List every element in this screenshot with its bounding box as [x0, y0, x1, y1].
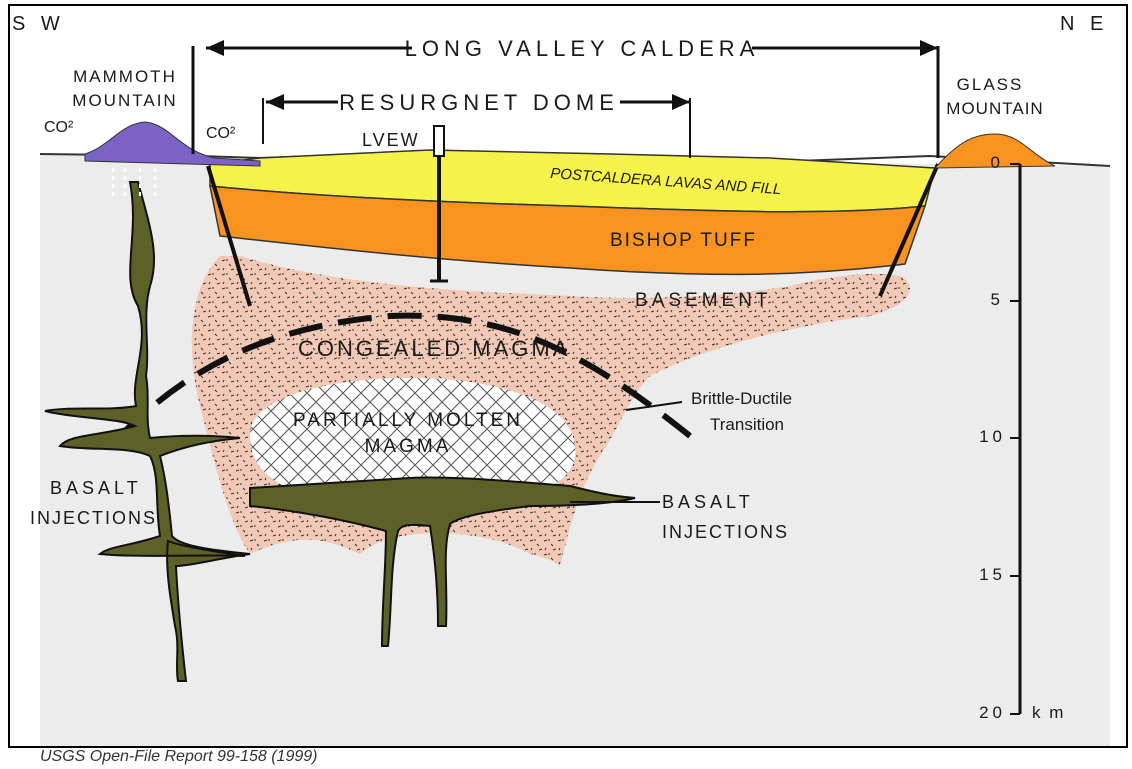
dome-arrow-head-left	[266, 94, 284, 110]
caldera-arrow-head-right	[920, 40, 938, 56]
diagram-frame: S W N E LONG VALLEY CALDERA RESURGNET DO…	[8, 4, 1128, 748]
basalt-right-label-line2: INJECTIONS	[662, 522, 789, 542]
direction-sw: S W	[12, 13, 65, 35]
dome-label: RESURGNET DOME	[339, 90, 619, 115]
cross-section-diagram: S W N E LONG VALLEY CALDERA RESURGNET DO…	[10, 6, 1128, 748]
lvew-well-head	[434, 126, 444, 156]
mammoth-label-line1: MAMMOTH	[73, 67, 177, 86]
congealed-magma-label: CONGEALED MAGMA	[298, 336, 570, 361]
glass-label-line1: GLASS	[957, 75, 1024, 94]
basement-label: BASEMENT	[635, 290, 772, 311]
source-caption: USGS Open-File Report 99-158 (1999)	[40, 748, 317, 766]
basalt-left-label-line1: BASALT	[50, 478, 142, 498]
brittle-label-line1: Brittle-Ductile	[691, 389, 792, 408]
dome-arrow-head-right	[672, 94, 690, 110]
depth-label-5: 5	[991, 290, 1000, 309]
depth-label-15: 15	[979, 565, 1006, 584]
depth-unit-label: k m	[1032, 703, 1065, 722]
partial-melt-label-line1: PARTIALLY MOLTEN	[293, 410, 523, 431]
basalt-left-label-line2: INJECTIONS	[30, 508, 157, 528]
glass-label-line2: MOUNTAIN	[946, 99, 1043, 118]
brittle-label-line2: Transition	[710, 415, 784, 434]
bishop-tuff-label: BISHOP TUFF	[610, 230, 757, 251]
partial-melt-label-line2: MAGMA	[365, 436, 452, 457]
lvew-label: LVEW	[362, 130, 420, 150]
basalt-right-label-line1: BASALT	[662, 492, 754, 512]
depth-label-20: 20	[979, 703, 1006, 722]
depth-label-0: 0	[991, 153, 1000, 172]
co2-label-left: CO²	[44, 119, 74, 136]
direction-ne: N E	[1060, 13, 1108, 35]
caldera-arrow-head-left	[206, 40, 224, 56]
caldera-label: LONG VALLEY CALDERA	[405, 36, 760, 61]
mammoth-label-line2: MOUNTAIN	[72, 91, 177, 110]
depth-label-10: 10	[979, 427, 1006, 446]
co2-label-right: CO²	[206, 125, 236, 142]
